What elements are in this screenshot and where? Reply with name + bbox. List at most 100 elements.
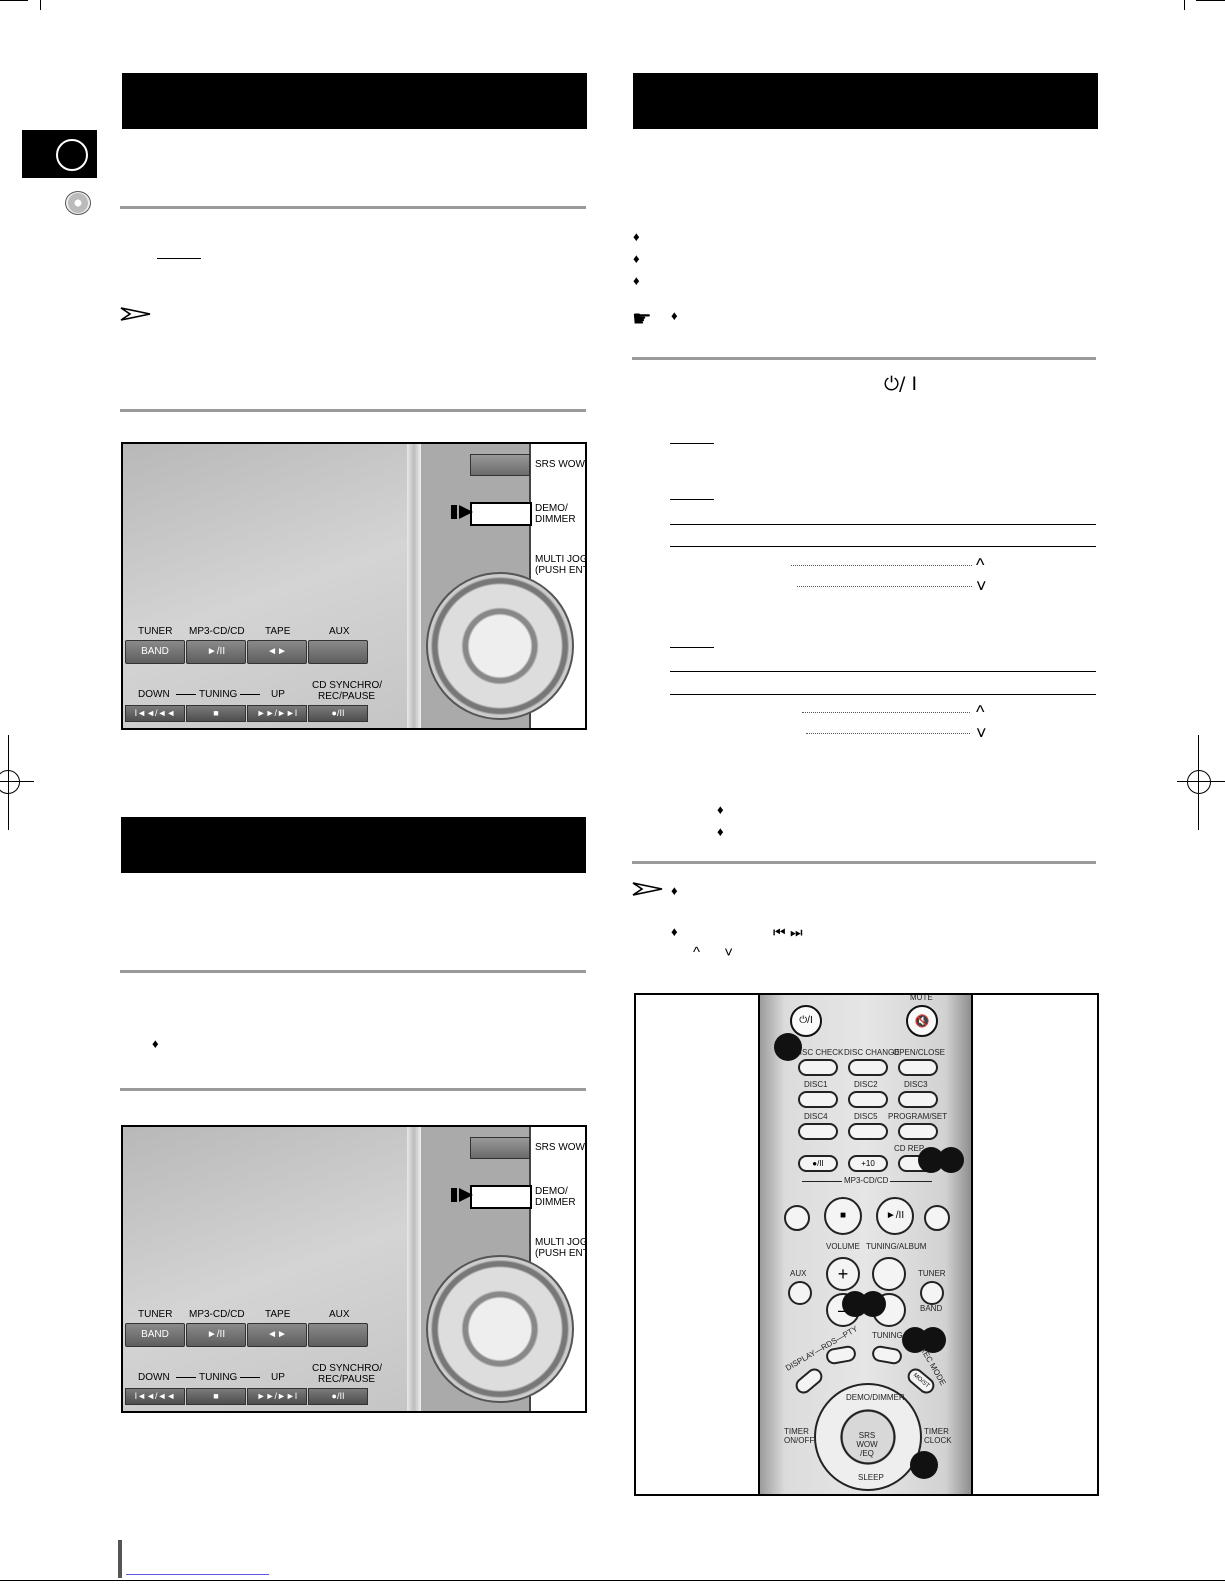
disc-check-label: DISC CHECK bbox=[794, 1048, 844, 1057]
disc-check-button bbox=[798, 1059, 838, 1076]
demo-button bbox=[470, 1185, 532, 1209]
mute-button: 🔇 bbox=[906, 1005, 938, 1037]
aux-label: AUX bbox=[790, 1269, 807, 1278]
tuning-label: TUNING bbox=[199, 1372, 238, 1383]
disc-change-label: DISC CHANGE bbox=[844, 1048, 900, 1057]
section-rule bbox=[120, 1088, 586, 1091]
fast-forward-button: ►►/►►I bbox=[247, 705, 307, 722]
srs-wow-label: SRS WOW bbox=[535, 1142, 585, 1153]
open-close-button bbox=[898, 1059, 938, 1076]
bullet-diamond: ♦ bbox=[717, 802, 724, 817]
crop-mark bbox=[1177, 781, 1225, 782]
band-label: BAND bbox=[920, 1304, 943, 1313]
note-arrow-icon bbox=[120, 307, 151, 321]
table-rule bbox=[670, 524, 1096, 525]
step-callout bbox=[774, 1033, 802, 1061]
text-underline bbox=[157, 258, 201, 259]
tuner-band-button bbox=[920, 1281, 944, 1305]
multi-jog-label: MULTI JOG bbox=[535, 554, 587, 565]
timer-clock-label: TIMER CLOCK bbox=[924, 1427, 952, 1445]
stop-button: ■ bbox=[824, 1197, 862, 1235]
crop-mark bbox=[40, 0, 41, 10]
dimmer-label: DIMMER bbox=[535, 514, 576, 525]
mp3-cd-group-label: MP3-CD/CD bbox=[842, 1176, 891, 1185]
cd-synchro-label: CD SYNCHRO/ bbox=[312, 1363, 383, 1374]
cd-synchro-label: CD SYNCHRO/ bbox=[312, 680, 383, 691]
bullet-diamond: ♦ bbox=[671, 924, 678, 939]
play-pause-button: ►/II bbox=[186, 640, 246, 664]
rewind-button: I◄◄/◄◄ bbox=[125, 705, 185, 722]
hand-pointer-icon: ☛ bbox=[632, 306, 652, 331]
dimmer-label: DIMMER bbox=[535, 1197, 576, 1208]
section-rule bbox=[120, 970, 586, 973]
disc3-label: DISC3 bbox=[904, 1080, 928, 1089]
jog-dial bbox=[814, 1383, 922, 1491]
table-rule bbox=[670, 671, 1096, 672]
step-callout bbox=[920, 1327, 946, 1353]
tuner-label: TUNER bbox=[138, 626, 173, 637]
crop-mark bbox=[1196, 0, 1225, 1]
srs-wow-button bbox=[470, 454, 530, 476]
stop-button: ■ bbox=[186, 705, 246, 722]
power-symbol: ⏻/ I bbox=[884, 373, 918, 395]
up-label: UP bbox=[271, 1372, 285, 1383]
band-button: BAND bbox=[125, 640, 185, 664]
mp3-cd-label: MP3-CD/CD bbox=[189, 626, 245, 637]
disc4-label: DISC4 bbox=[804, 1112, 828, 1121]
crop-mark bbox=[0, 0, 28, 1]
program-set-button bbox=[898, 1123, 938, 1140]
aux-button bbox=[788, 1281, 812, 1305]
section-header-2 bbox=[121, 817, 586, 873]
up-arrow-icon: ^ bbox=[976, 702, 985, 722]
bullet-diamond: ♦ bbox=[633, 229, 640, 244]
disc5-button bbox=[848, 1123, 888, 1140]
rec-pause-label: REC/PAUSE bbox=[318, 691, 376, 702]
tape-direction-button: ◄► bbox=[247, 640, 307, 664]
record-button: ●/II bbox=[308, 1388, 368, 1405]
leader-dots bbox=[797, 586, 972, 587]
volume-plus-button: + bbox=[826, 1257, 860, 1291]
power-button: ⏻/I bbox=[790, 1005, 822, 1037]
play-pause-button: ►/II bbox=[186, 1323, 246, 1347]
section-rule bbox=[632, 357, 1096, 360]
tape-label: TAPE bbox=[265, 626, 291, 637]
rewind-button: I◄◄/◄◄ bbox=[125, 1388, 185, 1405]
demo-label: DEMO/ bbox=[535, 1186, 568, 1197]
disc4-button bbox=[798, 1123, 838, 1140]
disc-change-button bbox=[848, 1059, 888, 1076]
tuning-mode-label: TUNING bbox=[872, 1331, 903, 1340]
program-set-label: PROGRAM/SET bbox=[888, 1112, 948, 1121]
up-label: UP bbox=[271, 689, 285, 700]
section-rule bbox=[632, 861, 1096, 864]
leader-dots bbox=[791, 565, 972, 566]
disc5-label: DISC5 bbox=[854, 1112, 878, 1121]
volume-label: VOLUME bbox=[826, 1242, 860, 1251]
leader-dots bbox=[802, 712, 970, 713]
down-label: DOWN bbox=[138, 689, 170, 700]
up-arrow-icon: ^ bbox=[976, 555, 985, 575]
step-callout bbox=[938, 1147, 964, 1173]
aux-label: AUX bbox=[329, 626, 350, 637]
rec-pause-button: ●/II bbox=[798, 1155, 838, 1172]
push-enter-label: (PUSH ENTER bbox=[535, 1248, 585, 1259]
srs-wow-label: SRS WOW bbox=[535, 459, 585, 470]
tuning-label: TUNING bbox=[199, 689, 238, 700]
sleep-label: SLEEP bbox=[858, 1473, 884, 1482]
step-callout bbox=[860, 1291, 886, 1317]
text-underline bbox=[670, 647, 714, 648]
timer-onoff-label: TIMER ON/OFF bbox=[784, 1427, 815, 1445]
bullet-diamond: ♦ bbox=[717, 824, 724, 839]
plus10-button: +10 bbox=[848, 1155, 888, 1172]
multi-jog-knob bbox=[426, 572, 574, 720]
mute-label: MUTE bbox=[910, 993, 933, 1002]
tuner-label: TUNER bbox=[918, 1269, 946, 1278]
prev-button bbox=[784, 1205, 810, 1231]
tape-direction-button: ◄► bbox=[247, 1323, 307, 1347]
demo-button bbox=[470, 502, 532, 526]
bullet-diamond: ♦ bbox=[152, 1036, 159, 1051]
bullet-diamond: ♦ bbox=[671, 308, 678, 323]
pointer-arrow-icon bbox=[451, 1188, 457, 1202]
section-header-3 bbox=[633, 73, 1098, 129]
leader-dots bbox=[806, 733, 970, 734]
